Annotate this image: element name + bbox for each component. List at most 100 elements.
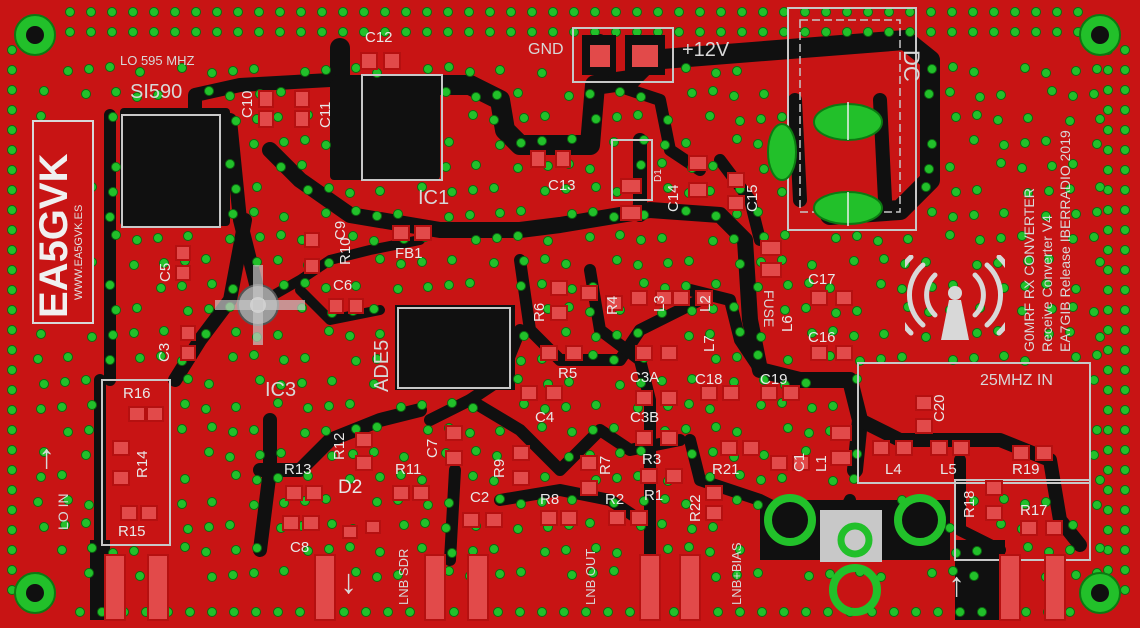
via — [84, 64, 94, 74]
via — [300, 353, 310, 363]
via — [212, 27, 222, 37]
ref-c11: C11 — [317, 101, 334, 128]
via — [831, 308, 841, 318]
via — [303, 185, 313, 195]
via — [636, 235, 646, 245]
via — [611, 7, 621, 17]
via — [1041, 68, 1051, 78]
dc-jack — [767, 7, 917, 231]
via — [1023, 188, 1033, 198]
via — [581, 607, 591, 617]
via — [423, 282, 433, 292]
via — [972, 110, 982, 120]
via — [345, 474, 355, 484]
via — [324, 326, 334, 336]
via — [519, 331, 529, 341]
via — [401, 7, 411, 17]
via — [249, 64, 259, 74]
smd-pad — [146, 406, 164, 422]
ref-c14: C14 — [665, 184, 682, 212]
via — [516, 138, 526, 148]
via — [947, 7, 957, 17]
smd-pad — [580, 480, 598, 496]
via — [807, 328, 817, 338]
via — [537, 68, 547, 78]
via — [968, 7, 978, 17]
via — [1020, 63, 1030, 73]
via — [249, 500, 259, 510]
ref-r6: R6 — [531, 302, 548, 322]
via — [612, 112, 622, 122]
via — [926, 7, 936, 17]
via — [1120, 265, 1130, 275]
via — [321, 65, 331, 75]
via — [735, 607, 745, 617]
via — [254, 7, 264, 17]
smd-pad — [550, 305, 568, 321]
via — [540, 472, 550, 482]
smd-pad — [128, 406, 146, 422]
via — [513, 88, 523, 98]
smd-pad — [985, 505, 1003, 521]
via — [969, 496, 979, 506]
via — [447, 187, 457, 197]
via — [1120, 525, 1130, 535]
via — [177, 281, 187, 291]
via — [468, 403, 478, 413]
up-arrow-icon: ↑ — [948, 566, 965, 604]
via — [663, 544, 673, 554]
via — [921, 182, 931, 192]
via — [889, 607, 899, 617]
smd-pad — [383, 52, 401, 70]
via — [228, 427, 238, 437]
via — [321, 426, 331, 436]
via — [1120, 505, 1130, 515]
ref-r22: R22 — [687, 494, 704, 522]
via — [687, 449, 697, 459]
smd-pad — [1020, 520, 1038, 536]
via — [705, 329, 715, 339]
ref-r3: R3 — [642, 451, 662, 468]
via — [945, 162, 955, 172]
via — [317, 27, 327, 37]
radio-tower-icon — [905, 255, 1005, 340]
smd-pad — [304, 258, 320, 274]
via — [615, 87, 625, 97]
via — [567, 134, 577, 144]
via — [1103, 285, 1113, 295]
via — [401, 27, 411, 37]
via — [249, 425, 259, 435]
smd-pad — [302, 515, 320, 531]
via — [447, 548, 457, 558]
via — [801, 378, 811, 388]
via — [339, 607, 349, 617]
via — [275, 27, 285, 37]
via — [471, 92, 481, 102]
via — [369, 379, 379, 389]
ref-l7: L7 — [701, 335, 718, 352]
via — [663, 258, 673, 268]
via — [201, 404, 211, 414]
via — [1103, 65, 1113, 75]
via — [977, 607, 987, 617]
via — [300, 278, 310, 288]
via — [273, 330, 283, 340]
via — [233, 7, 243, 17]
via — [729, 91, 739, 101]
ref-l6: L6 — [779, 315, 796, 332]
via — [177, 424, 187, 434]
via — [1065, 545, 1075, 555]
via — [561, 545, 571, 555]
ref-r17: R17 — [1020, 502, 1048, 519]
via — [191, 27, 201, 37]
smd-pad — [1045, 520, 1063, 536]
lnb-sdr-label: LNB SDR — [396, 548, 411, 605]
via — [369, 447, 379, 457]
ref-l2: L2 — [697, 295, 714, 312]
smd-pad — [445, 425, 463, 441]
via — [561, 402, 571, 412]
via — [129, 260, 139, 270]
via — [660, 140, 670, 150]
via — [735, 327, 745, 337]
